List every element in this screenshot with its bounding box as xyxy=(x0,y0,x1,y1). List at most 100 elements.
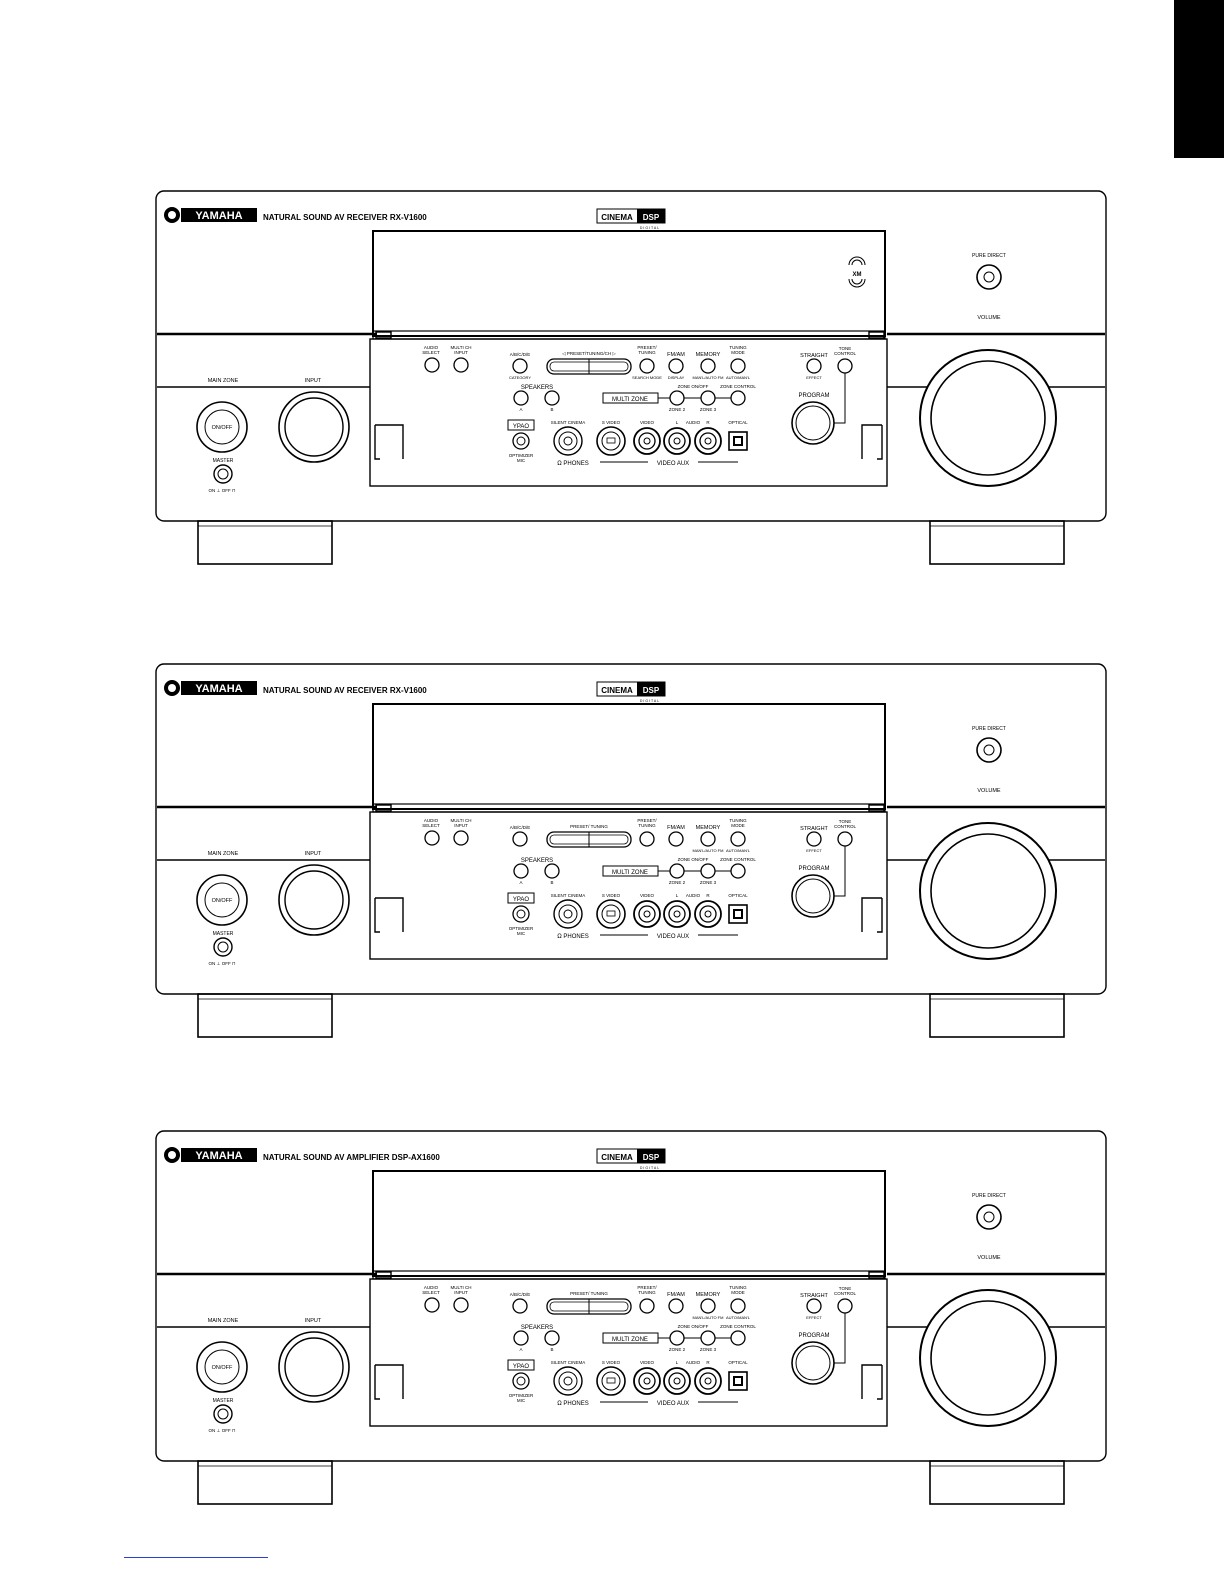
s-video-jack[interactable] xyxy=(596,426,626,456)
s-video-jack[interactable] xyxy=(596,1366,626,1396)
on-off-button[interactable]: ON/OFF xyxy=(196,401,248,453)
volume-label: VOLUME xyxy=(977,315,1001,321)
abcde-label: A/B/C/D/E xyxy=(510,825,531,830)
speakers-b-button[interactable] xyxy=(544,863,560,879)
cinema-dsp-logo: CINEMA DSP DIGITAL xyxy=(596,1148,666,1170)
audio-r-jack[interactable] xyxy=(694,427,722,455)
tuning-mode-button[interactable] xyxy=(730,1298,746,1314)
preset-tuning-rocker[interactable] xyxy=(546,1298,632,1315)
audio-l-jack[interactable] xyxy=(663,1367,691,1395)
pure-direct-label: PURE DIRECT xyxy=(972,253,1006,259)
video-jack[interactable] xyxy=(633,1367,661,1395)
zone-control-button[interactable] xyxy=(730,390,746,406)
preset-tuning-rocker[interactable] xyxy=(546,358,632,375)
multi-ch-input-button[interactable] xyxy=(453,1297,469,1313)
phones-jack[interactable] xyxy=(553,1366,583,1396)
fm-am-button[interactable] xyxy=(668,358,684,374)
memory-button[interactable] xyxy=(700,831,716,847)
input-selector-knob[interactable] xyxy=(278,864,350,936)
program-knob[interactable] xyxy=(791,874,835,918)
on-off-button[interactable]: ON/OFF xyxy=(196,1341,248,1393)
s-video-jack[interactable] xyxy=(596,899,626,929)
optimizer-mic-jack[interactable] xyxy=(512,1372,530,1390)
audio-l-jack[interactable] xyxy=(663,427,691,455)
svg-text:DSP: DSP xyxy=(643,686,660,695)
chassis xyxy=(155,663,1107,995)
svg-text:MULTI ZONE: MULTI ZONE xyxy=(612,397,648,403)
brand-text: YAMAHA xyxy=(195,210,242,222)
abcde-button[interactable] xyxy=(512,831,528,847)
audio-select-button[interactable] xyxy=(424,830,440,846)
video-jack[interactable] xyxy=(633,427,661,455)
speakers-a-button[interactable] xyxy=(513,390,529,406)
tone-control-button[interactable] xyxy=(837,1298,853,1314)
zone3-label: ZONE 3 xyxy=(700,880,717,885)
program-knob[interactable] xyxy=(791,401,835,445)
on-off-button[interactable]: ON/OFF xyxy=(196,874,248,926)
speakers-a-button[interactable] xyxy=(513,863,529,879)
zone3-button[interactable] xyxy=(700,863,716,879)
zone2-button[interactable] xyxy=(669,390,685,406)
memory-button[interactable] xyxy=(700,1298,716,1314)
zone3-button[interactable] xyxy=(700,390,716,406)
audio-select-button[interactable] xyxy=(424,357,440,373)
tuning-mode-button[interactable] xyxy=(730,358,746,374)
multi-ch-input-button[interactable] xyxy=(453,830,469,846)
speakers-b-button[interactable] xyxy=(544,1330,560,1346)
input-selector-knob[interactable] xyxy=(278,1331,350,1403)
optimizer-mic-jack[interactable] xyxy=(512,905,530,923)
abcde-button[interactable] xyxy=(512,358,528,374)
audio-l-label: L xyxy=(676,1360,679,1365)
master-on-off-legend: ON ⊥ OFF ⊓ xyxy=(209,488,236,493)
preset-tuning-rocker[interactable] xyxy=(546,831,632,848)
pure-direct-button[interactable] xyxy=(976,1204,1002,1230)
tone-control-button[interactable] xyxy=(837,358,853,374)
svg-text:DIGITAL: DIGITAL xyxy=(640,699,660,703)
tone-control-button[interactable] xyxy=(837,831,853,847)
tuning-mode-button[interactable] xyxy=(730,831,746,847)
straight-button[interactable] xyxy=(806,358,822,374)
zone-control-button[interactable] xyxy=(730,1330,746,1346)
speakers-a-button[interactable] xyxy=(513,1330,529,1346)
video-jack[interactable] xyxy=(633,900,661,928)
master-button[interactable] xyxy=(213,937,233,957)
speakers-b-button[interactable] xyxy=(544,390,560,406)
phones-jack[interactable] xyxy=(553,426,583,456)
multi-ch-input-button[interactable] xyxy=(453,357,469,373)
zone-control-button[interactable] xyxy=(730,863,746,879)
audio-r-jack[interactable] xyxy=(694,900,722,928)
optical-jack[interactable] xyxy=(728,1371,748,1391)
zone2-button[interactable] xyxy=(669,863,685,879)
preset-tuning-button[interactable] xyxy=(639,358,655,374)
phones-jack[interactable] xyxy=(553,899,583,929)
speakers-b-label: B xyxy=(550,880,553,885)
footer-link-line xyxy=(124,1557,268,1558)
main-zone-label: MAIN ZONE xyxy=(208,1318,239,1324)
audio-r-jack[interactable] xyxy=(694,1367,722,1395)
audio-l-jack[interactable] xyxy=(663,900,691,928)
pure-direct-button[interactable] xyxy=(976,737,1002,763)
fm-am-button[interactable] xyxy=(668,831,684,847)
volume-knob[interactable] xyxy=(919,822,1057,960)
abcde-button[interactable] xyxy=(512,1298,528,1314)
volume-knob[interactable] xyxy=(919,349,1057,487)
fm-am-button[interactable] xyxy=(668,1298,684,1314)
zone3-button[interactable] xyxy=(700,1330,716,1346)
optical-jack[interactable] xyxy=(728,431,748,451)
input-selector-knob[interactable] xyxy=(278,391,350,463)
program-knob[interactable] xyxy=(791,1341,835,1385)
audio-select-button[interactable] xyxy=(424,1297,440,1313)
master-button[interactable] xyxy=(213,1404,233,1424)
preset-tuning-button[interactable] xyxy=(639,831,655,847)
pure-direct-button[interactable] xyxy=(976,264,1002,290)
fm-am-label: FM/AM xyxy=(667,1292,685,1298)
volume-knob[interactable] xyxy=(919,1289,1057,1427)
preset-tuning-button[interactable] xyxy=(639,1298,655,1314)
optimizer-mic-jack[interactable] xyxy=(512,432,530,450)
memory-button[interactable] xyxy=(700,358,716,374)
straight-button[interactable] xyxy=(806,831,822,847)
optical-jack[interactable] xyxy=(728,904,748,924)
zone2-button[interactable] xyxy=(669,1330,685,1346)
master-button[interactable] xyxy=(213,464,233,484)
straight-button[interactable] xyxy=(806,1298,822,1314)
